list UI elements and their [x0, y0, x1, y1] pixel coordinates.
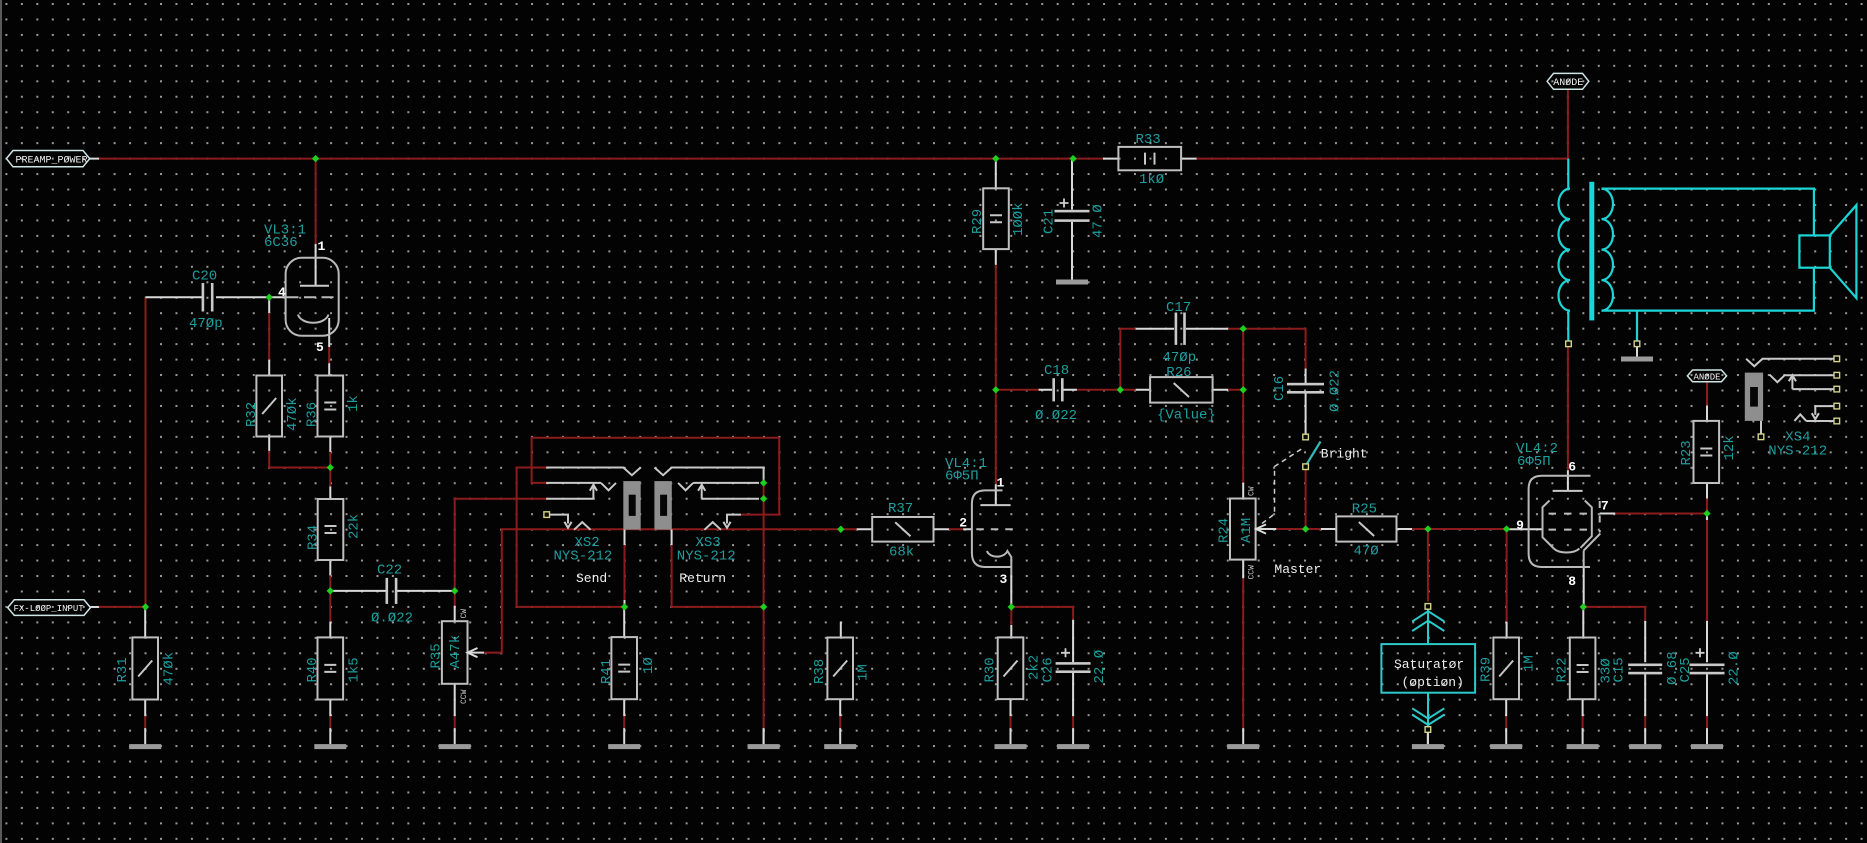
- svg-text:9: 9: [1516, 518, 1524, 533]
- svg-text:22k: 22k: [347, 514, 363, 539]
- svg-text:R30: R30: [983, 657, 999, 682]
- svg-text:1ØØk: 1ØØk: [1011, 202, 1027, 236]
- svg-text:XS3: XS3: [696, 535, 721, 551]
- svg-text:Bright: Bright: [1321, 447, 1368, 462]
- svg-text:1: 1: [318, 239, 326, 254]
- svg-text:33Ø: 33Ø: [1599, 658, 1615, 683]
- svg-text:8: 8: [1568, 574, 1576, 589]
- svg-text:7: 7: [1601, 499, 1609, 514]
- svg-text:C17: C17: [1166, 300, 1191, 316]
- svg-text:{Value}: {Value}: [1157, 408, 1216, 424]
- svg-text:5: 5: [316, 340, 324, 355]
- svg-text:22.Ø: 22.Ø: [1727, 651, 1743, 685]
- svg-text:PREAMP_PØWER: PREAMP_PØWER: [16, 154, 88, 166]
- svg-text:CW: CW: [460, 609, 469, 619]
- svg-text:6Ф5П: 6Ф5П: [945, 468, 979, 484]
- svg-text:FX-LØØP_INPUT: FX-LØØP_INPUT: [14, 604, 85, 614]
- svg-text:1k: 1k: [346, 395, 362, 412]
- svg-text:47Øk: 47Øk: [285, 397, 301, 431]
- svg-text:2: 2: [959, 516, 967, 531]
- svg-text:NYS-212: NYS-212: [1768, 444, 1827, 460]
- svg-text:XS4: XS4: [1785, 429, 1810, 445]
- svg-text:NYS-212: NYS-212: [677, 549, 736, 565]
- svg-text:47.Ø: 47.Ø: [1091, 204, 1107, 238]
- svg-text:R32: R32: [244, 402, 260, 427]
- svg-text:R36: R36: [305, 402, 321, 427]
- svg-text:A47k: A47k: [448, 635, 464, 669]
- svg-text:6: 6: [1568, 459, 1576, 474]
- svg-text:Ø.Ø22: Ø.Ø22: [1035, 408, 1077, 424]
- svg-text:1: 1: [997, 475, 1005, 490]
- svg-text:2k2: 2k2: [1027, 655, 1043, 680]
- svg-text:Send: Send: [576, 571, 607, 586]
- svg-text:CCW: CCW: [460, 689, 469, 704]
- svg-text:VL4:2: VL4:2: [1516, 441, 1558, 457]
- svg-text:R37: R37: [888, 501, 913, 517]
- svg-text:R22: R22: [1555, 657, 1571, 682]
- svg-text:1M: 1M: [1522, 655, 1538, 672]
- svg-text:22.Ø: 22.Ø: [1092, 650, 1108, 684]
- svg-text:12k: 12k: [1722, 435, 1738, 460]
- svg-text:68k: 68k: [889, 545, 914, 561]
- svg-text:C15: C15: [1612, 657, 1628, 682]
- svg-text:ANØDE: ANØDE: [1694, 372, 1721, 382]
- svg-text:R23: R23: [1679, 440, 1695, 465]
- svg-text:R29: R29: [970, 209, 986, 234]
- svg-text:(øptiøn): (øptiøn): [1402, 675, 1464, 690]
- svg-text:1M: 1M: [856, 664, 872, 681]
- svg-text:C22: C22: [377, 563, 402, 579]
- svg-text:C25: C25: [1678, 657, 1694, 682]
- svg-text:C21: C21: [1042, 209, 1058, 234]
- svg-text:Master: Master: [1274, 562, 1321, 577]
- svg-text:3: 3: [1000, 572, 1008, 587]
- svg-text:R33: R33: [1136, 132, 1161, 148]
- svg-text:Return: Return: [679, 571, 726, 586]
- svg-text:47Øp: 47Øp: [189, 316, 223, 332]
- svg-text:XS2: XS2: [575, 535, 600, 551]
- svg-text:Saturatør: Saturatør: [1394, 657, 1464, 672]
- svg-text:1k5: 1k5: [347, 657, 363, 682]
- svg-text:R25: R25: [1352, 501, 1377, 517]
- svg-text:R26: R26: [1166, 365, 1191, 381]
- svg-text:R31: R31: [115, 657, 131, 682]
- svg-text:CCW: CCW: [1248, 565, 1257, 580]
- svg-text:CW: CW: [1248, 486, 1257, 496]
- svg-text:6C36: 6C36: [264, 235, 298, 251]
- svg-text:VL3:1: VL3:1: [264, 223, 306, 239]
- svg-text:VL4:1: VL4:1: [945, 456, 987, 472]
- svg-text:R34: R34: [306, 525, 322, 550]
- svg-text:Ø.68: Ø.68: [1665, 651, 1681, 685]
- svg-text:4: 4: [278, 285, 286, 300]
- svg-text:R35: R35: [429, 643, 445, 668]
- svg-text:C18: C18: [1044, 363, 1069, 379]
- svg-text:C20: C20: [192, 269, 217, 285]
- svg-text:47Øp: 47Øp: [1163, 350, 1197, 366]
- svg-text:R40: R40: [305, 657, 321, 682]
- svg-text:ANØDE: ANØDE: [1553, 77, 1583, 89]
- svg-text:6Ф5П: 6Ф5П: [1517, 454, 1551, 470]
- svg-text:R41: R41: [599, 659, 615, 684]
- svg-text:1Ø: 1Ø: [641, 657, 657, 674]
- svg-text:A1M: A1M: [1239, 518, 1255, 543]
- svg-text:NYS-212: NYS-212: [554, 549, 613, 565]
- svg-text:Ø.Ø22: Ø.Ø22: [1328, 370, 1344, 412]
- svg-text:R24: R24: [1217, 518, 1233, 543]
- svg-text:C16: C16: [1272, 376, 1288, 401]
- svg-text:47Ø: 47Ø: [1354, 544, 1379, 560]
- svg-text:C26: C26: [1041, 657, 1057, 682]
- svg-text:R39: R39: [1479, 657, 1495, 682]
- svg-text:R38: R38: [812, 659, 828, 684]
- svg-text:1kØ: 1kØ: [1139, 172, 1164, 188]
- svg-text:Ø.Ø22: Ø.Ø22: [371, 611, 413, 627]
- svg-text:47Øk: 47Øk: [162, 652, 178, 686]
